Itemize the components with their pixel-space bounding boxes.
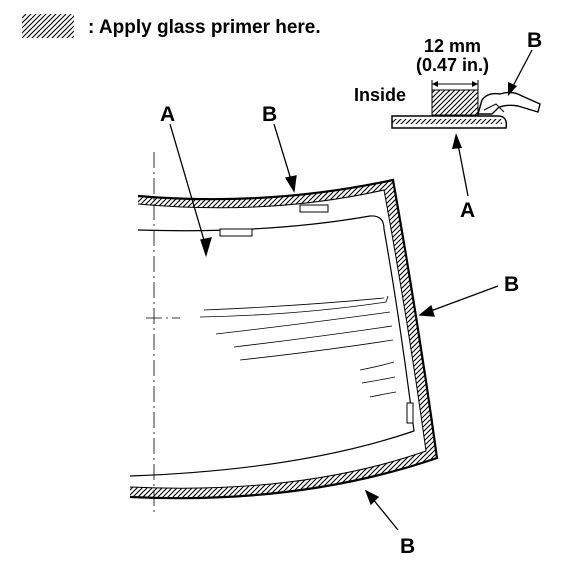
label-b-top-molding: B [262,103,278,126]
spacer-tab-side [406,402,414,424]
label-b-side-molding: B [504,273,520,296]
label-b-bottom-molding: B [400,535,416,558]
primer-band [130,180,437,499]
label-a-detail-glass: A [460,199,476,222]
glass-inner-outline [129,215,415,477]
label-a-glass: A [160,103,176,126]
detail-primer-strip [431,89,479,116]
leader-arrows [169,123,499,531]
label-width-metric: 12 mm [424,36,482,56]
cross-section-detail [391,49,541,197]
label-inside: Inside [354,85,407,105]
label-b-detail-molding: B [527,29,543,52]
legend-hatch-swatch [22,14,74,38]
legend-caption: : Apply glass primer here. [88,17,321,38]
primer-band-inner-edge [129,189,427,489]
detail-molding [477,91,541,115]
spacer-tab-left [219,228,253,237]
spacer-tab-right [299,204,329,213]
detail-glass-hatch [392,119,502,124]
label-width-imperial: (0.47 in.) [416,55,490,75]
defroster-lines [199,295,397,398]
detail-molding-lip [483,103,505,113]
